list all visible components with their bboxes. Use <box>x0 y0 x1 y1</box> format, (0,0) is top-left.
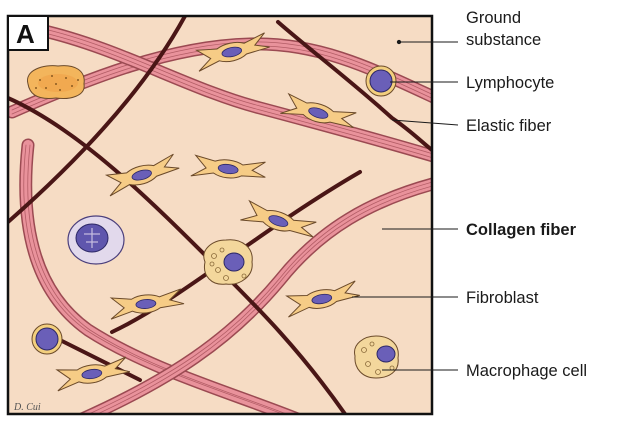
macrophage-cell <box>204 240 252 285</box>
label-macrophage-cell: Macrophage cell <box>466 362 587 380</box>
label-collagen-fiber: Collagen fiber <box>466 221 577 239</box>
panel-letter: A <box>16 19 35 49</box>
lymphocyte-cell <box>32 324 62 354</box>
plasma-cell <box>68 216 124 264</box>
label-elastic-fiber: Elastic fiber <box>466 117 552 135</box>
label-fibroblast: Fibroblast <box>466 289 539 307</box>
lymphocyte-cell <box>366 66 396 96</box>
artist-signature: D. Cui <box>13 402 41 413</box>
leader-dot <box>397 40 400 43</box>
label-lymphocyte: Lymphocyte <box>466 74 554 92</box>
labels: Ground substance Lymphocyte Elastic fibe… <box>466 9 587 380</box>
label-ground-substance: Ground substance <box>466 9 541 49</box>
granular-cell <box>27 66 84 99</box>
macrophage-cell <box>355 336 399 378</box>
